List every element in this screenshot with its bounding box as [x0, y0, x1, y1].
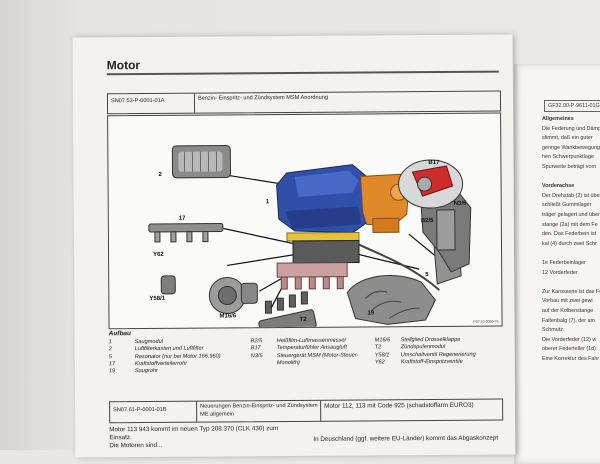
legend-number: T2 — [375, 345, 401, 351]
callout-m16-6: M16/6 — [219, 313, 236, 319]
legend-text: Heißfilm-Luftmassenmesser — [277, 338, 347, 344]
intake-module — [276, 164, 366, 233]
legend-number: N3/5 — [251, 353, 277, 359]
right-page-line: Die Federung und Dämp — [542, 126, 600, 132]
legend-number: 17 — [109, 361, 135, 367]
right-page-line: Der Drehstab (2) ist über — [542, 193, 600, 199]
body-text-left: Motor 113 943 kommt im neuen Typ 208.370… — [109, 425, 289, 450]
right-page-line: stimmt, daß ein guter — [542, 135, 593, 141]
legend-number: 19 — [109, 368, 135, 374]
callout-b2-5: B2/5 — [421, 218, 434, 224]
callout-17: 17 — [179, 216, 186, 222]
body-line: Die Motoren sind... — [109, 441, 289, 450]
section-header-2: SN07.61-P-0001-01B Neuerungen Benzin-Ein… — [109, 399, 503, 424]
body-line: Motor 113 943 kommt im neuen Typ 208.370… — [109, 425, 289, 434]
legend-text: Saugrohr — [135, 368, 158, 374]
section-title: Benzin- Einspritz- und Zündsystem MSM An… — [198, 94, 368, 102]
right-page-line: kal (4) durch zwei Schr — [542, 241, 597, 247]
legend-text: Saugmodul — [135, 339, 163, 345]
legend-title: Aufbau — [109, 330, 131, 337]
callout-2: 2 — [158, 172, 161, 178]
right-page-line: auf der Kolbenstange — [542, 308, 593, 314]
right-page-line: Allgemeines — [542, 116, 574, 122]
left-page: Motor SN07.53-P-0001-01A Benzin- Einspri… — [73, 34, 516, 457]
callout-1: 1 — [266, 199, 269, 205]
right-page-line: träger gelagert und über — [542, 212, 600, 218]
divider — [196, 402, 197, 422]
right-page-line: stange (2a) mit dem Fe — [542, 222, 598, 228]
legend-text: Temperaturfühler Ansaugluft — [277, 345, 347, 351]
legend-text: Steuergerät MSM (Motor-Steuer- — [277, 352, 359, 359]
engine-lower-block — [293, 241, 359, 263]
section-header: SN07.53-P-0001-01A Benzin- Einspritz- un… — [107, 91, 501, 115]
right-page-line: Spurweite beträgt vorn — [542, 164, 596, 170]
air-filter-box — [172, 145, 230, 177]
right-page-line: 12 Vorderfeder — [542, 270, 578, 276]
divider — [320, 401, 321, 421]
legend-number: B17 — [251, 345, 277, 351]
right-page-line: schließt Gummilager — [542, 202, 591, 208]
title-rule — [107, 71, 499, 76]
ignition-coil-module — [258, 292, 317, 328]
legend-text: Resonator (nur bei Motor 166.960) — [135, 353, 221, 360]
body-text-right: In Deuschland (ggf. weitere EU-Länder) k… — [313, 435, 503, 443]
legend-text: Luftfilterkasten und Luftfilter — [135, 346, 204, 352]
section2-title: Neuerungen Benzin-Einspritz- und Zündsys… — [200, 403, 320, 419]
right-page-line: hen Schwerpunktlage — [542, 154, 594, 160]
legend-number: Y58/1 — [375, 352, 401, 358]
legend-item: Monolith) — [251, 359, 359, 367]
legend-number: 5 — [109, 354, 135, 360]
legend-text: Kraftstoff-Einspritzventile — [401, 359, 463, 365]
right-page-line: Die Vorderfeder (12) w — [542, 337, 596, 343]
right-page-line: oberer Federteller (1d) — [542, 346, 596, 352]
right-page-code: GF32.00-P-9611-01GC — [544, 100, 600, 112]
page-title: Motor — [107, 58, 140, 72]
legend-number: Y62 — [375, 359, 401, 365]
engine-diagram: 2 1 17 Y62 Y58/1 M16/6 T2 19 5 N3/5 B17 … — [107, 113, 502, 330]
fuel-rail — [149, 223, 223, 242]
right-page-line: geringe Wankbewegung — [542, 145, 600, 151]
right-page-line: den. Das Federbein ist — [542, 231, 596, 237]
callout-19: 19 — [367, 310, 374, 316]
legend-text: Kraftstoffverteilerrohr — [135, 361, 187, 367]
right-page-line: 1e Federbeinlager — [542, 260, 586, 266]
legend-number: B2/5 — [251, 338, 277, 344]
legend-number: 2 — [109, 346, 135, 352]
section-code: SN07.53-P-0001-01A — [111, 98, 165, 104]
legend-text: Monolith) — [277, 360, 300, 366]
callout-t2: T2 — [299, 317, 306, 323]
callout-b17: B17 — [428, 160, 439, 166]
right-page-line: Schmutz. — [542, 327, 564, 333]
intake-manifold — [347, 275, 435, 324]
legend-number: M16/6 — [375, 337, 401, 343]
throttle-actuator — [209, 277, 257, 313]
legend-text: Umschaltventil Regenerierung — [401, 351, 476, 358]
callout-5: 5 — [425, 272, 428, 278]
regeneration-valve — [161, 276, 175, 294]
right-page-line: Vorderachse — [542, 183, 574, 189]
engine-illustration — [108, 114, 501, 329]
right-page-line: Eine Korrektur des Fahr — [542, 356, 599, 362]
callout-y58-1: Y58/1 — [149, 296, 165, 302]
callout-n3-5: N3/5 — [454, 201, 467, 207]
legend-number: 1 — [109, 339, 135, 345]
yellow-gasket — [287, 233, 359, 242]
divider — [194, 94, 195, 113]
section2-code: SN07.61-P-0001-01B — [113, 407, 167, 413]
legend-text: Stellglied Drosselklappe — [401, 337, 461, 343]
right-page-line: Faltenbalg (7), der am — [542, 318, 595, 324]
section2-note: Motor 112, 113 mit Code 925 (schadstoffa… — [324, 402, 494, 411]
right-page-line: Vorbau mit zwei gewi — [542, 298, 593, 304]
legend-text: Zündspulenmodul — [401, 344, 446, 350]
callout-y62: Y62 — [153, 252, 164, 258]
spark-plug-connectors — [277, 263, 347, 289]
figure-id: P07.53-0066-76 — [473, 320, 498, 324]
right-page-line: Zur Karosserie ist das Fe — [542, 289, 600, 295]
